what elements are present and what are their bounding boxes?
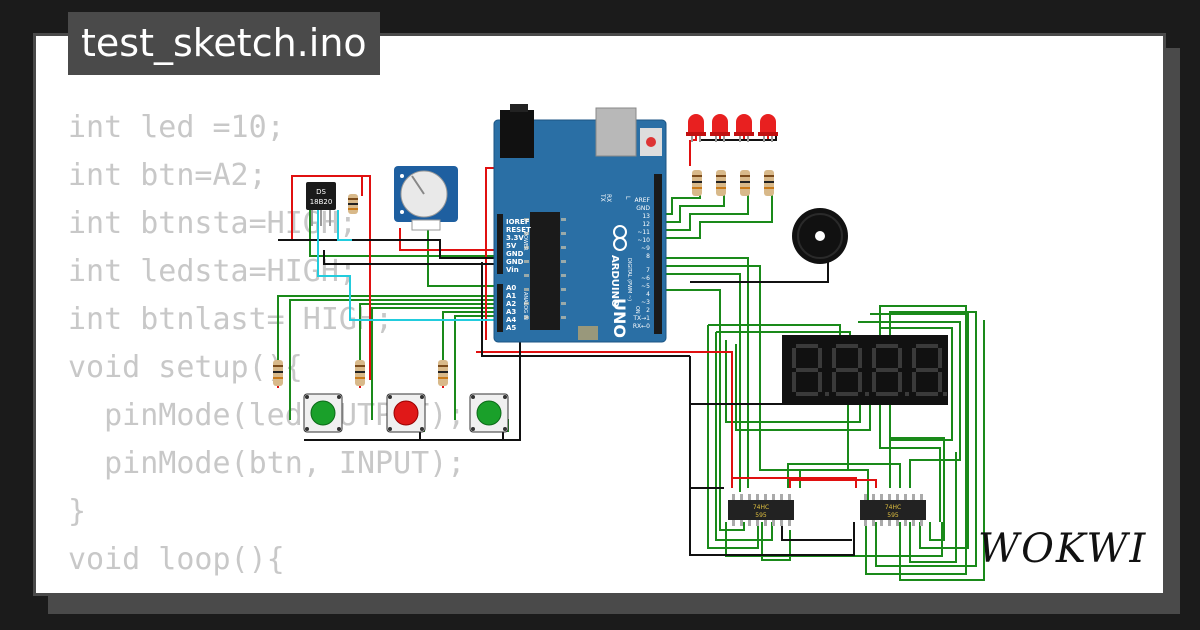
chip-label-2: 595 xyxy=(887,512,899,519)
sensor-label-2: 18B20 xyxy=(310,198,333,206)
code-line: int btnlast= HIGH; xyxy=(68,302,394,337)
pin-label: ~6 xyxy=(641,275,650,282)
pin-label: 2 xyxy=(646,307,650,314)
pin-label: A4 xyxy=(506,316,516,324)
pin-label: RESET xyxy=(506,226,531,234)
green-push-button[interactable] xyxy=(303,393,343,433)
wokwi-logo: WOKWI xyxy=(978,526,1148,572)
code-line: void loop(){ xyxy=(68,542,285,577)
pin-label: RX←0 xyxy=(633,323,650,330)
pin-label: ~11 xyxy=(637,229,650,236)
resistor xyxy=(740,170,750,196)
pin-label: ~9 xyxy=(641,245,650,252)
arduino-uno[interactable]: ARDUINO UNO TX RX L ON POWER ANALOG IN D… xyxy=(493,104,667,343)
pin-label: 3.3V xyxy=(506,234,524,242)
sensor-label-1: DS xyxy=(316,188,326,196)
chip-label-1: 74HC xyxy=(885,504,901,511)
rx-label: RX xyxy=(605,194,612,202)
led-row xyxy=(686,114,778,142)
resistor xyxy=(273,360,283,386)
pin-label: 4 xyxy=(646,291,650,298)
pin-label: 7 xyxy=(646,267,650,274)
resistor xyxy=(764,170,774,196)
pin-label: ~3 xyxy=(641,299,650,306)
cyan-wires xyxy=(317,210,496,321)
buzzer[interactable] xyxy=(792,208,848,264)
pin-label: A1 xyxy=(506,292,516,300)
digital-header-label: DIGITAL (PWM ~) xyxy=(626,258,632,301)
push-buttons xyxy=(303,393,509,433)
pin-label: GND xyxy=(506,258,524,266)
infinity-logo-icon xyxy=(613,225,627,251)
red-push-button[interactable] xyxy=(386,393,426,433)
power-header-label: POWER xyxy=(522,232,528,251)
shift-register[interactable]: 74HC 595 xyxy=(860,494,926,526)
pin-label: Vin xyxy=(506,266,519,274)
code-line: int btn=A2; xyxy=(68,158,267,193)
tx-label: TX xyxy=(599,193,606,202)
arduino-brand: ARDUINO xyxy=(609,255,620,307)
red-led[interactable] xyxy=(734,114,754,142)
pin-label: IOREF xyxy=(506,218,530,226)
pin-label: ~5 xyxy=(641,283,650,290)
code-line: } xyxy=(68,494,87,529)
analog-header-label: ANALOG IN xyxy=(522,292,528,320)
code-line: int ledsta=HIGH; xyxy=(68,254,357,289)
pin-label: 12 xyxy=(642,221,650,228)
analog-pin-labels: A0 A1 A2 A3 A4 A5 xyxy=(506,284,516,332)
pin-label: AREF xyxy=(634,197,650,204)
chip-label-2: 595 xyxy=(755,512,767,519)
code-line: int led =10; xyxy=(68,110,285,145)
potentiometer[interactable] xyxy=(394,166,458,231)
pin-label: 8 xyxy=(646,253,650,260)
green-push-button[interactable] xyxy=(469,393,509,433)
code-line: di xyxy=(68,584,465,593)
pin-label: 5V xyxy=(506,242,517,250)
shift-register[interactable]: 74HC 595 xyxy=(728,494,794,526)
resistor xyxy=(692,170,702,196)
red-led[interactable] xyxy=(710,114,730,142)
resistor xyxy=(348,194,358,214)
display-segments xyxy=(792,344,947,396)
l-label: L xyxy=(624,196,631,200)
resistor xyxy=(438,360,448,386)
red-led[interactable] xyxy=(758,114,778,142)
pin-label: GND xyxy=(506,250,524,258)
resistors xyxy=(273,170,774,386)
digital-pin-labels: AREF GND 13 12 ~11 ~10 ~9 8 7 ~6 ~5 4 ~3… xyxy=(632,197,650,330)
pin-label: ~10 xyxy=(637,237,650,244)
power-pin-labels: IOREF RESET 3.3V 5V GND GND Vin xyxy=(506,218,531,274)
code-preview: int led =10;int btn=A2;int btnsta=HIGH;i… xyxy=(68,104,466,593)
pin-label: A0 xyxy=(506,284,516,292)
pin-label: GND xyxy=(636,205,650,212)
pin-label: A3 xyxy=(506,308,516,316)
arduino-model: UNO xyxy=(610,298,629,338)
temperature-sensor[interactable]: DS 18B20 xyxy=(306,182,336,226)
chip-label-1: 74HC xyxy=(753,504,769,511)
resistor xyxy=(716,170,726,196)
project-title[interactable]: test_sketch.ino xyxy=(68,12,380,75)
pin-label: 13 xyxy=(642,213,650,220)
red-led[interactable] xyxy=(686,114,706,142)
on-label: ON xyxy=(634,306,640,314)
code-line: pinMode(btn, INPUT); xyxy=(68,446,466,481)
pin-label: A5 xyxy=(506,324,516,332)
pin-label: A2 xyxy=(506,300,516,308)
seven-segment-display[interactable] xyxy=(782,335,948,405)
resistor xyxy=(355,360,365,386)
pin-label: TX→1 xyxy=(632,315,650,322)
